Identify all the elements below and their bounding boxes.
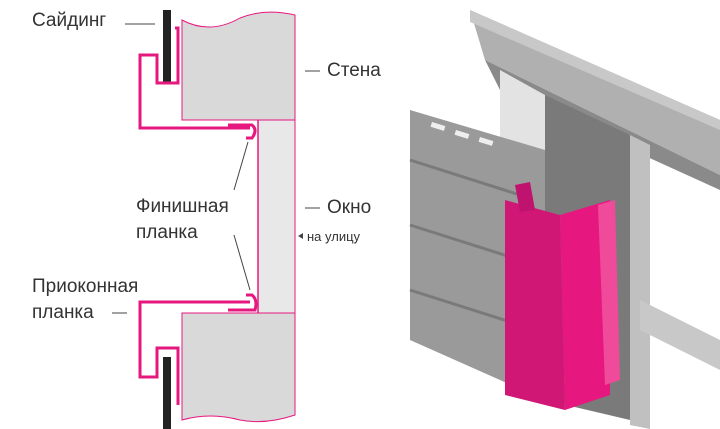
finish-strip-top <box>228 123 257 140</box>
siding-panel-top <box>163 10 171 82</box>
arrow-left-icon <box>298 233 303 239</box>
label-window: Окно <box>327 197 372 218</box>
window-strip-3d <box>505 200 565 410</box>
label-window-strip-2: планка <box>32 302 94 323</box>
cross-section <box>112 10 320 429</box>
label-finish-strip-1: Финишная <box>136 196 229 217</box>
siding-panel-bottom <box>163 357 171 429</box>
wall-bottom <box>181 312 296 423</box>
isometric-view <box>409 10 720 429</box>
wall-top <box>181 11 296 121</box>
label-siding: Сайдинг <box>32 10 107 31</box>
label-finish-strip-2: планка <box>136 222 198 243</box>
label-outside: на улицу <box>307 229 361 244</box>
window-strip-top <box>138 26 250 130</box>
label-window-strip-1: Приоконная <box>32 276 139 297</box>
finish-strip-bottom <box>228 293 258 312</box>
window-frame <box>257 119 296 314</box>
label-wall: Стена <box>327 60 381 81</box>
window-strip-bottom <box>138 300 250 405</box>
